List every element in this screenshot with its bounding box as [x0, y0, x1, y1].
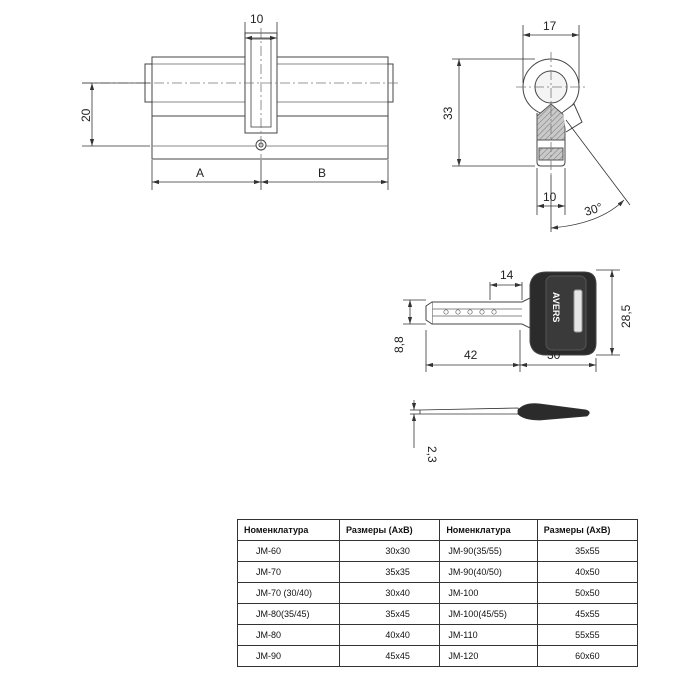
article-cell: JM-110 [439, 624, 538, 646]
size-cell: 35x55 [536, 540, 639, 562]
table-row: JM-70 35x35 JM-90(40/50) 40x50 [236, 561, 639, 583]
size-cell: 30x40 [339, 582, 441, 604]
size-cell: 30x30 [339, 540, 441, 562]
article-cell: JM-100(45/55) [439, 603, 538, 625]
article-cell: JM-90(35/55) [439, 540, 538, 562]
col-header-article-2: Номенклатура [439, 519, 538, 541]
article-cell: JM-60 [236, 540, 341, 562]
dim-key-thickness: 2,3 [425, 446, 439, 463]
article-cell: JM-70 [236, 561, 341, 583]
dim-cam-angle: 30° [583, 200, 605, 219]
table-header-row: Номенклатура Размеры (АхВ) Номенклатура … [236, 519, 639, 541]
table-row: JM-80(35/45) 35x45 JM-100(45/55) 45x55 [236, 603, 639, 625]
size-cell: 55x55 [536, 624, 639, 646]
table-row: JM-60 30x30 JM-90(35/55) 35x55 [236, 540, 639, 562]
dim-cylinder-height: 20 [79, 108, 93, 122]
dim-side-height: 33 [441, 106, 455, 120]
key-view [425, 271, 597, 356]
dim-cam-width: 10 [250, 12, 264, 26]
cylinder-side-dimensions [452, 25, 631, 232]
size-cell: 40x50 [536, 561, 639, 583]
size-cell: 50x50 [536, 582, 639, 604]
dim-blade-height: 8,8 [392, 336, 406, 353]
cylinder-front-view [82, 28, 400, 160]
size-cell: 60x60 [536, 645, 639, 667]
dim-a-label: A [196, 166, 204, 180]
dim-blade-shoulder: 14 [500, 268, 514, 282]
size-cell: 35x45 [339, 603, 441, 625]
article-cell: JM-70 (30/40) [236, 582, 341, 604]
sizes-table: Номенклатура Размеры (АхВ) Номенклатура … [236, 519, 639, 667]
dim-head-width: 30 [547, 348, 561, 362]
dim-side-width: 17 [543, 19, 557, 33]
dim-blade-length: 42 [464, 348, 478, 362]
dim-head-height: 28,5 [619, 304, 633, 328]
article-cell: JM-90 [236, 645, 341, 667]
size-cell: 45x45 [339, 645, 441, 667]
table-row: JM-90 45x45 JM-120 60x60 [236, 645, 639, 667]
col-header-size-1: Размеры (АхВ) [339, 519, 441, 541]
article-cell: JM-120 [439, 645, 538, 667]
size-cell: 40x40 [339, 624, 441, 646]
col-header-article-1: Номенклатура [236, 519, 341, 541]
cylinder-side-view [516, 52, 585, 175]
article-cell: JM-100 [439, 582, 538, 604]
article-cell: JM-90(40/50) [439, 561, 538, 583]
key-dimensions [403, 269, 620, 372]
key-profile-view [410, 400, 590, 448]
table-row: JM-80 40x40 JM-110 55x55 [236, 624, 639, 646]
article-cell: JM-80 [236, 624, 341, 646]
table-row: JM-70 (30/40) 30x40 JM-100 50x50 [236, 582, 639, 604]
dim-side-bottom: 10 [543, 190, 557, 204]
size-cell: 45x55 [536, 603, 639, 625]
size-cell: 35x35 [339, 561, 441, 583]
cylinder-front-dimensions [82, 22, 389, 190]
col-header-size-2: Размеры (АхВ) [536, 519, 639, 541]
dim-b-label: B [318, 166, 326, 180]
key-brand-logo: AVERS [551, 292, 561, 322]
article-cell: JM-80(35/45) [236, 603, 341, 625]
